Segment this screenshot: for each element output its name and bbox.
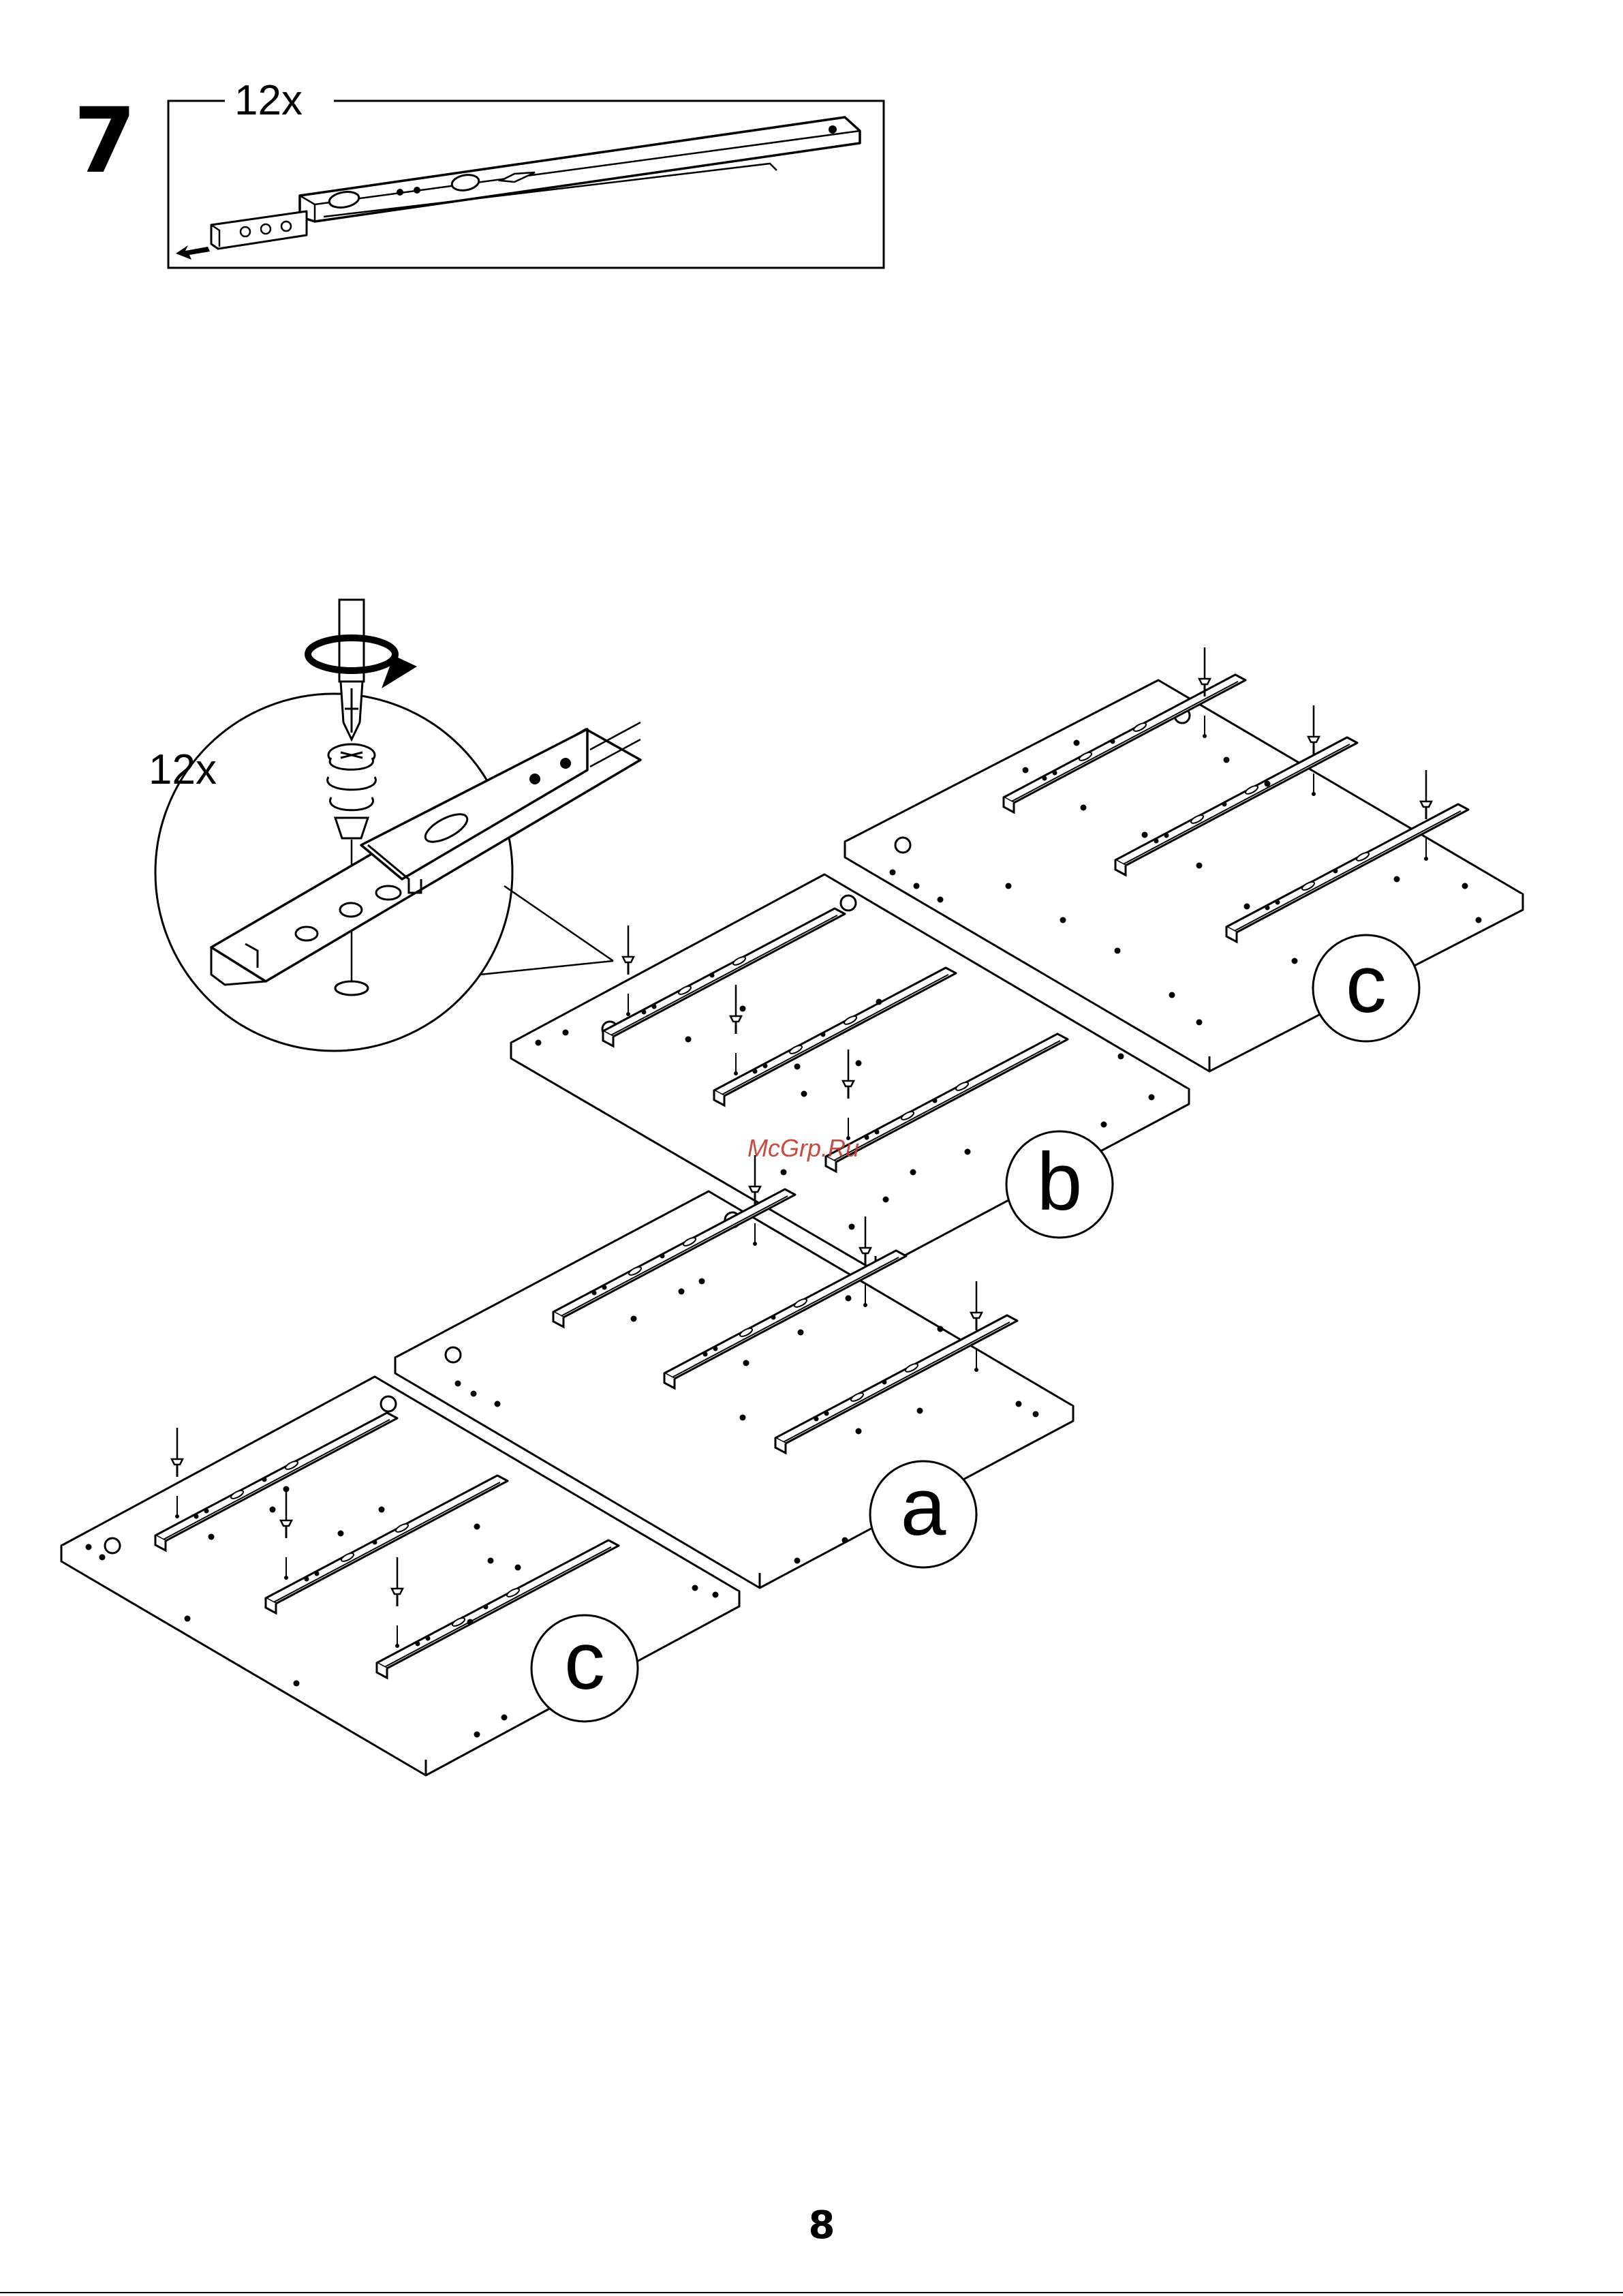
panel-b-label: b	[1037, 1136, 1083, 1227]
page-number: 8	[809, 2203, 835, 2248]
quantity-label: 12x	[234, 77, 303, 124]
detail-magnifier: 12x	[149, 600, 640, 1051]
watermark-text: McGrp.Ru	[747, 1134, 859, 1162]
panel-c-bottom-label: c	[564, 1615, 605, 1706]
panel-c-top-label: c	[1346, 938, 1387, 1030]
step-number: 7	[74, 89, 136, 194]
part-detail-box: 12x	[168, 77, 884, 268]
panel-a-label: a	[901, 1461, 946, 1552]
detail-quantity-label: 12x	[149, 746, 217, 793]
